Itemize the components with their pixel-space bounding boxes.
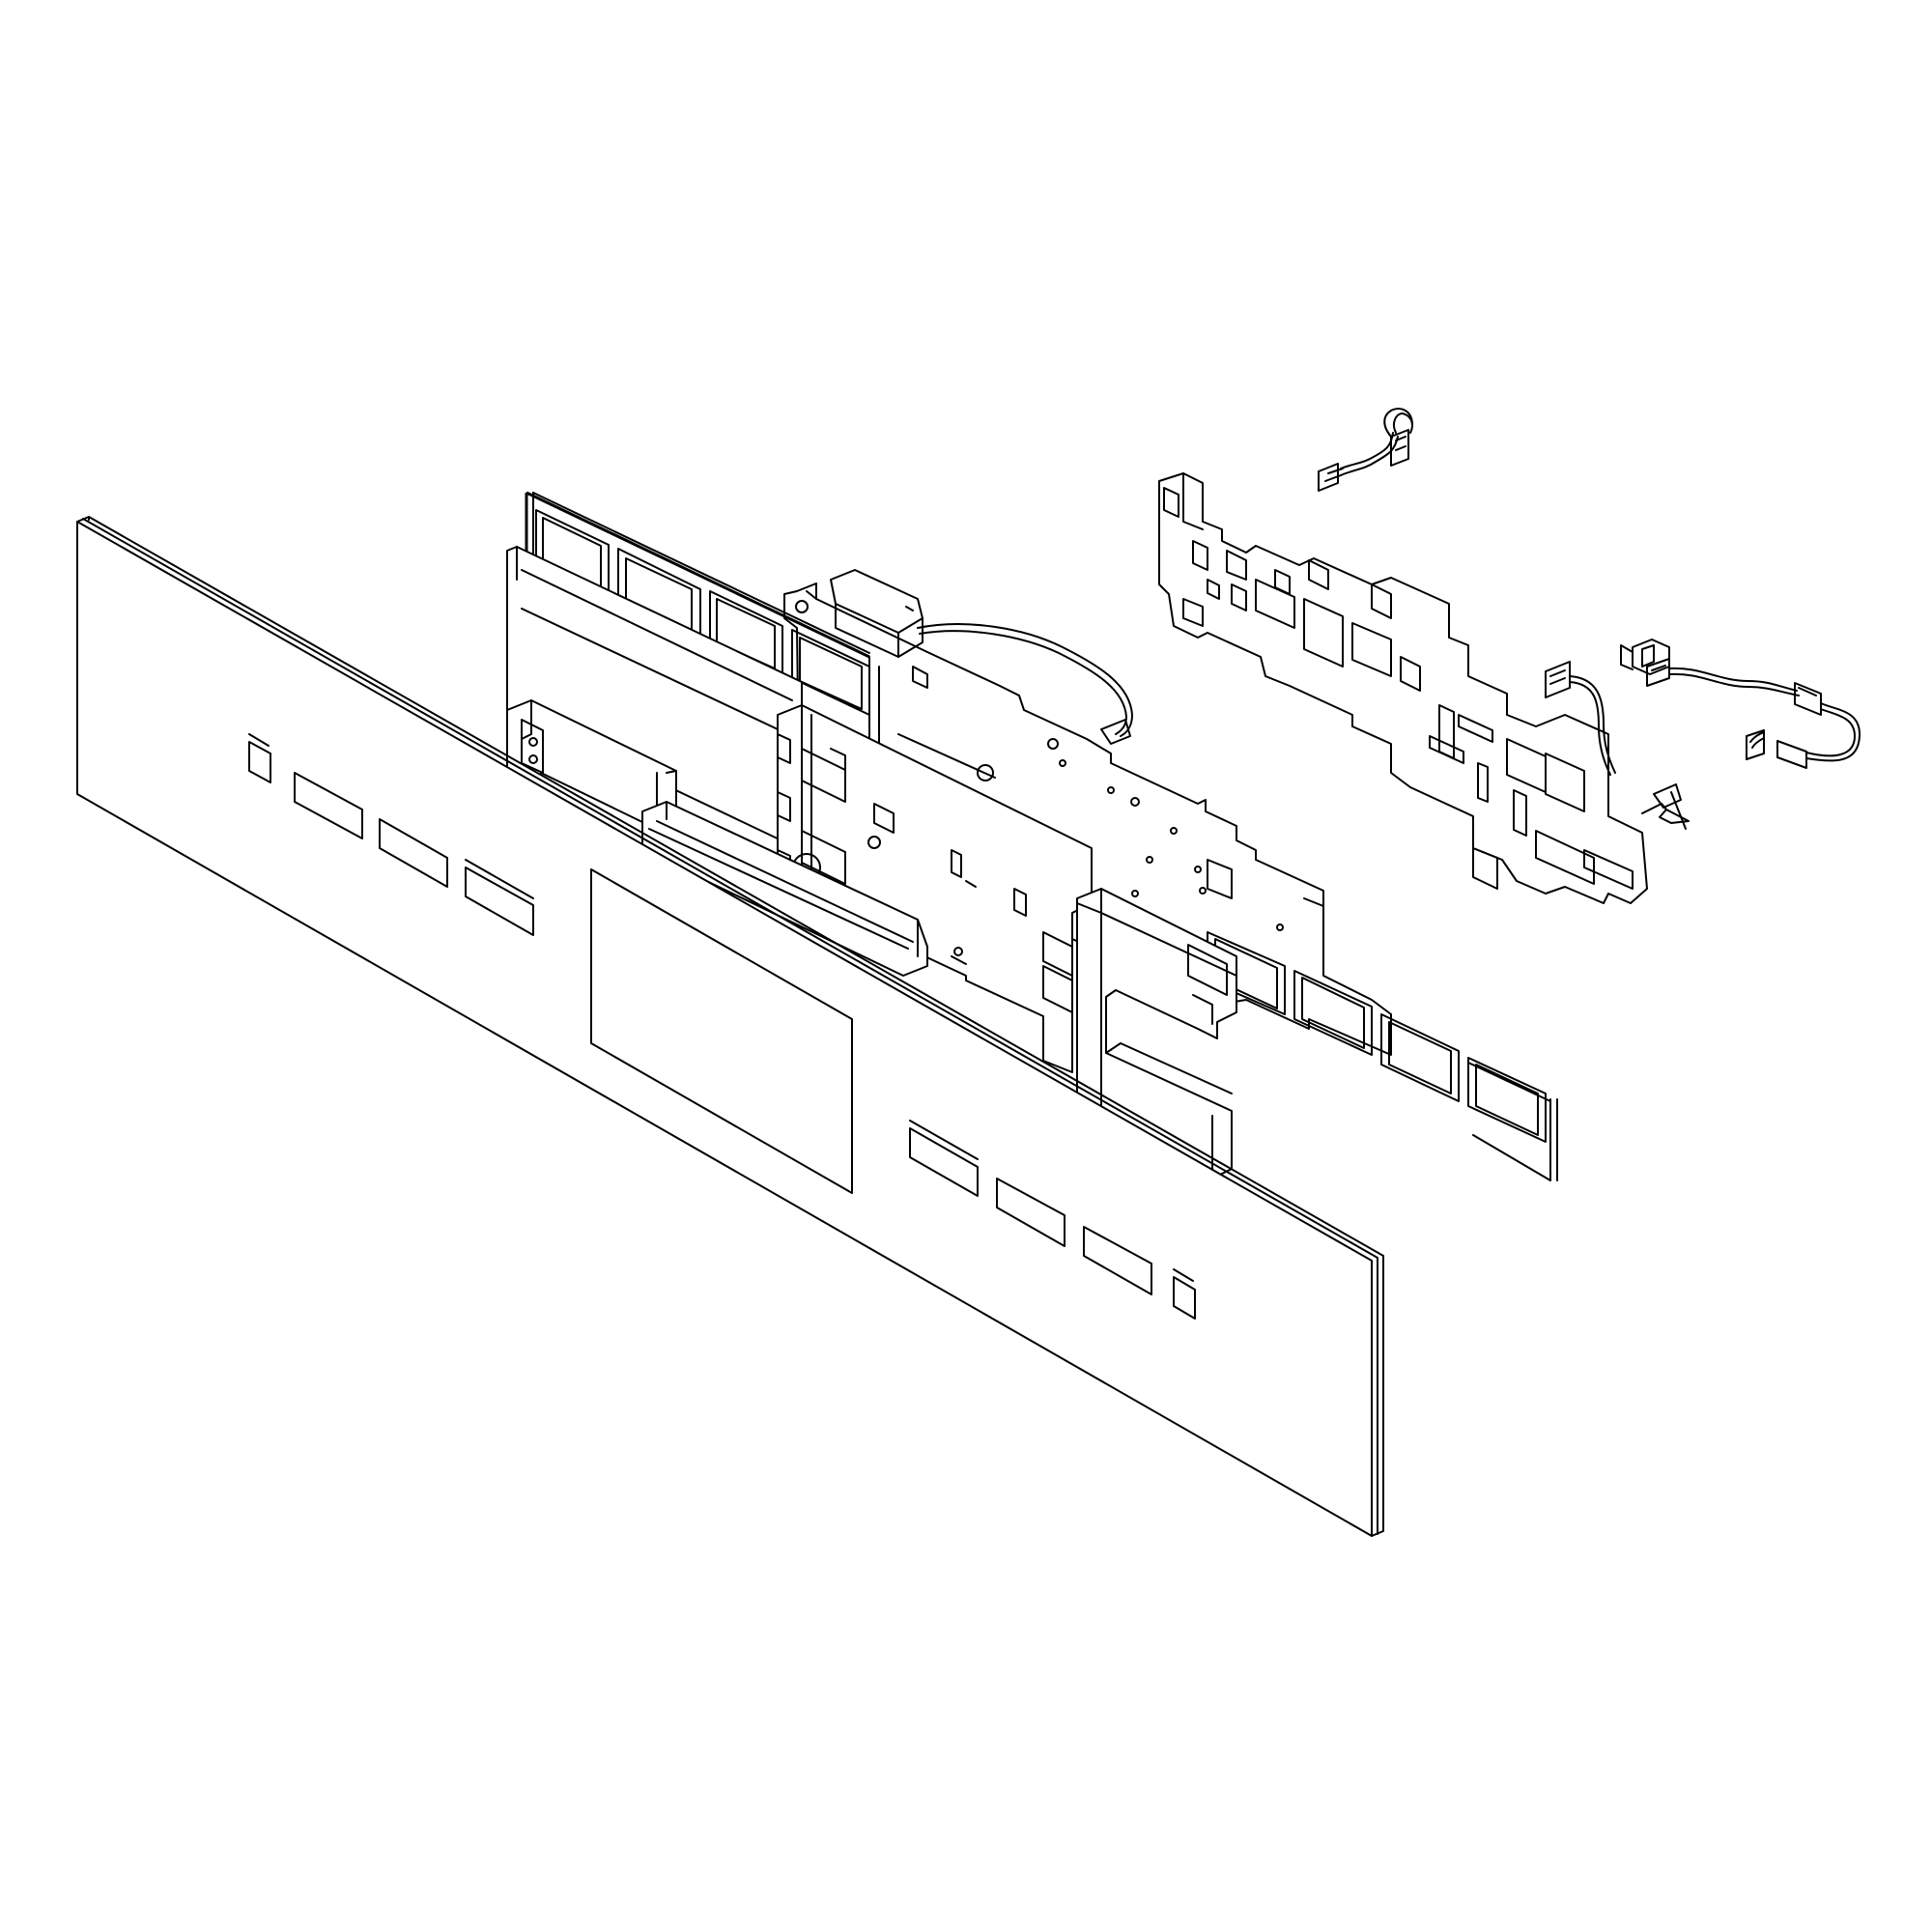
wire-harness-mid [1545, 661, 1616, 776]
control-board-bracket [1158, 472, 1648, 904]
buzzer-module [830, 569, 1133, 745]
connector-small [1641, 783, 1690, 830]
wire-harness-top [1318, 408, 1413, 492]
front-glass-panel [76, 516, 1384, 1537]
connector-right [1620, 639, 1670, 675]
wire-harness-right [1646, 658, 1861, 769]
light-guide-strip [641, 801, 928, 977]
